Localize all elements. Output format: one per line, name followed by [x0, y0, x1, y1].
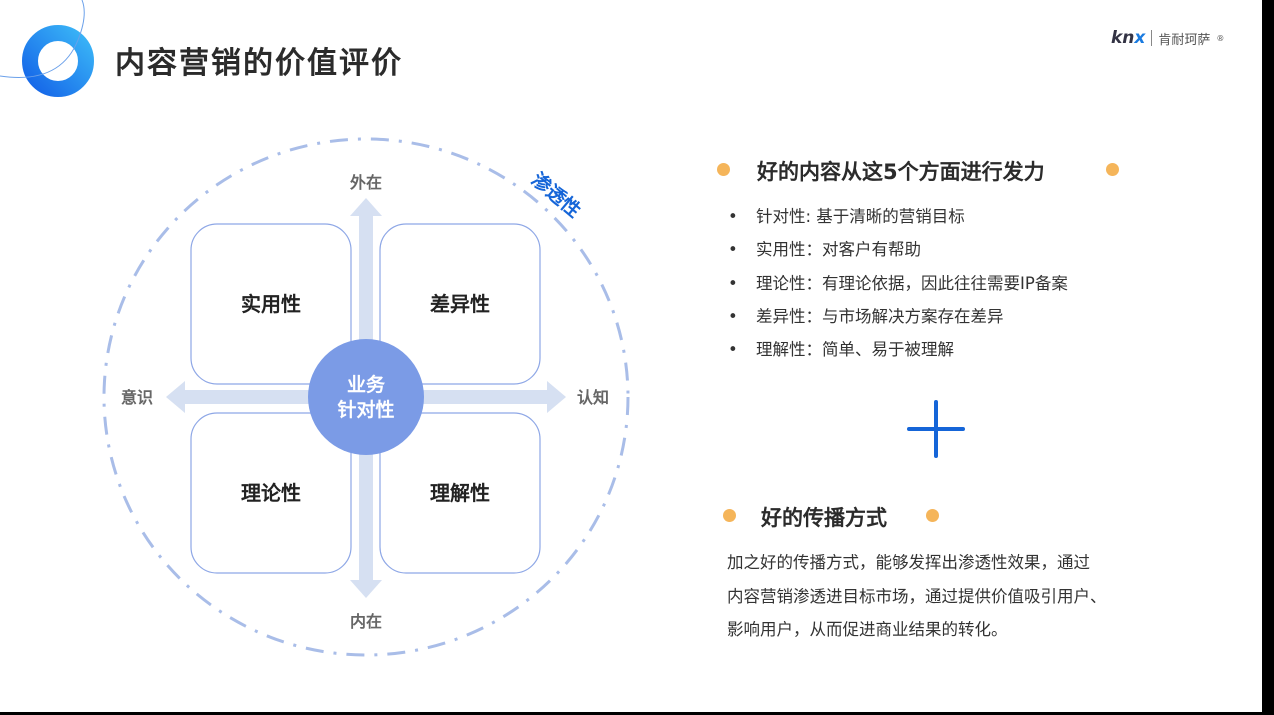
quadrant-box	[379, 223, 541, 385]
bullet: •	[728, 274, 738, 293]
outer-label: 渗透性	[527, 168, 585, 222]
logo-mark: knx	[1111, 28, 1146, 48]
heading-dot	[723, 509, 736, 522]
logo-divider	[1151, 30, 1153, 46]
center-label: 业务	[347, 373, 386, 396]
section2-paragraph: 加之好的传播方式，能够发挥出渗透性效果，通过 内容营销渗透进目标市场，通过提供价…	[727, 546, 1107, 647]
logo-text: 肯耐珂萨	[1158, 32, 1211, 48]
list-item-text: 理论性：有理论依据，因此往往需要IP备案	[756, 274, 1068, 293]
list-item-text: 差异性：与市场解决方案存在差异	[756, 307, 1004, 326]
bullet: •	[728, 207, 738, 226]
heading-dot	[926, 509, 939, 522]
outer-dashed-circle	[102, 137, 630, 657]
section1-heading: 好的内容从这5个方面进行发力	[757, 160, 1045, 184]
axis-label-left: 意识	[121, 388, 153, 407]
logo-reg: ®	[1216, 33, 1225, 43]
bullet: •	[728, 340, 738, 359]
arrow-right	[547, 381, 566, 413]
paragraph-line: 影响用户，从而促进商业结果的转化。	[727, 620, 1008, 639]
brand-logo: knx 肯耐珂萨 ®	[1111, 28, 1224, 48]
quadrant-box	[190, 223, 352, 385]
list-item-text: 针对性: 基于清晰的营销目标	[756, 207, 965, 226]
quadrant-label: 实用性	[241, 292, 301, 316]
list-item: • 实用性：对客户有帮助	[728, 236, 921, 260]
paragraph-line: 加之好的传播方式，能够发挥出渗透性效果，通过	[727, 553, 1090, 572]
bullet: •	[728, 307, 738, 326]
arrow-down	[350, 580, 382, 598]
list-item: • 差异性：与市场解决方案存在差异	[728, 303, 1004, 327]
page-title: 内容营销的价值评价	[115, 46, 403, 81]
heading-dot	[717, 163, 730, 176]
list-item: • 理解性：简单、易于被理解	[728, 336, 954, 360]
frame-edge	[1262, 0, 1274, 715]
list-item: • 理论性：有理论依据，因此往往需要IP备案	[728, 270, 1068, 294]
arrow-left	[166, 381, 185, 413]
center-circle	[308, 339, 424, 455]
quadrant-box	[190, 412, 352, 574]
quadrant-label: 理论性	[241, 481, 301, 505]
value-diagram: 实用性 差异性 理论性 理解性 业务 针对性 外在 内在 意识 认知 渗透性	[102, 137, 630, 657]
frame-edge	[0, 712, 1274, 715]
quadrant-box	[379, 412, 541, 574]
paragraph-line: 内容营销渗透进目标市场，通过提供价值吸引用户、	[727, 586, 1107, 606]
heading-dot	[1106, 163, 1119, 176]
title-ring-icon	[0, 0, 94, 97]
section2-heading: 好的传播方式	[761, 506, 887, 530]
list-item-text: 理解性：简单、易于被理解	[756, 340, 954, 359]
arrow-up	[350, 198, 382, 216]
quadrant-label: 差异性	[430, 292, 490, 316]
axis-label-right: 认知	[577, 388, 609, 407]
list-item: • 针对性: 基于清晰的营销目标	[728, 203, 965, 227]
list-item-text: 实用性：对客户有帮助	[756, 240, 921, 259]
axis-label-bottom: 内在	[350, 612, 382, 631]
bullet: •	[728, 240, 738, 259]
plus-icon	[907, 400, 965, 458]
axis-label-top: 外在	[349, 173, 382, 192]
center-label: 针对性	[337, 398, 394, 421]
quadrant-label: 理解性	[430, 481, 490, 505]
